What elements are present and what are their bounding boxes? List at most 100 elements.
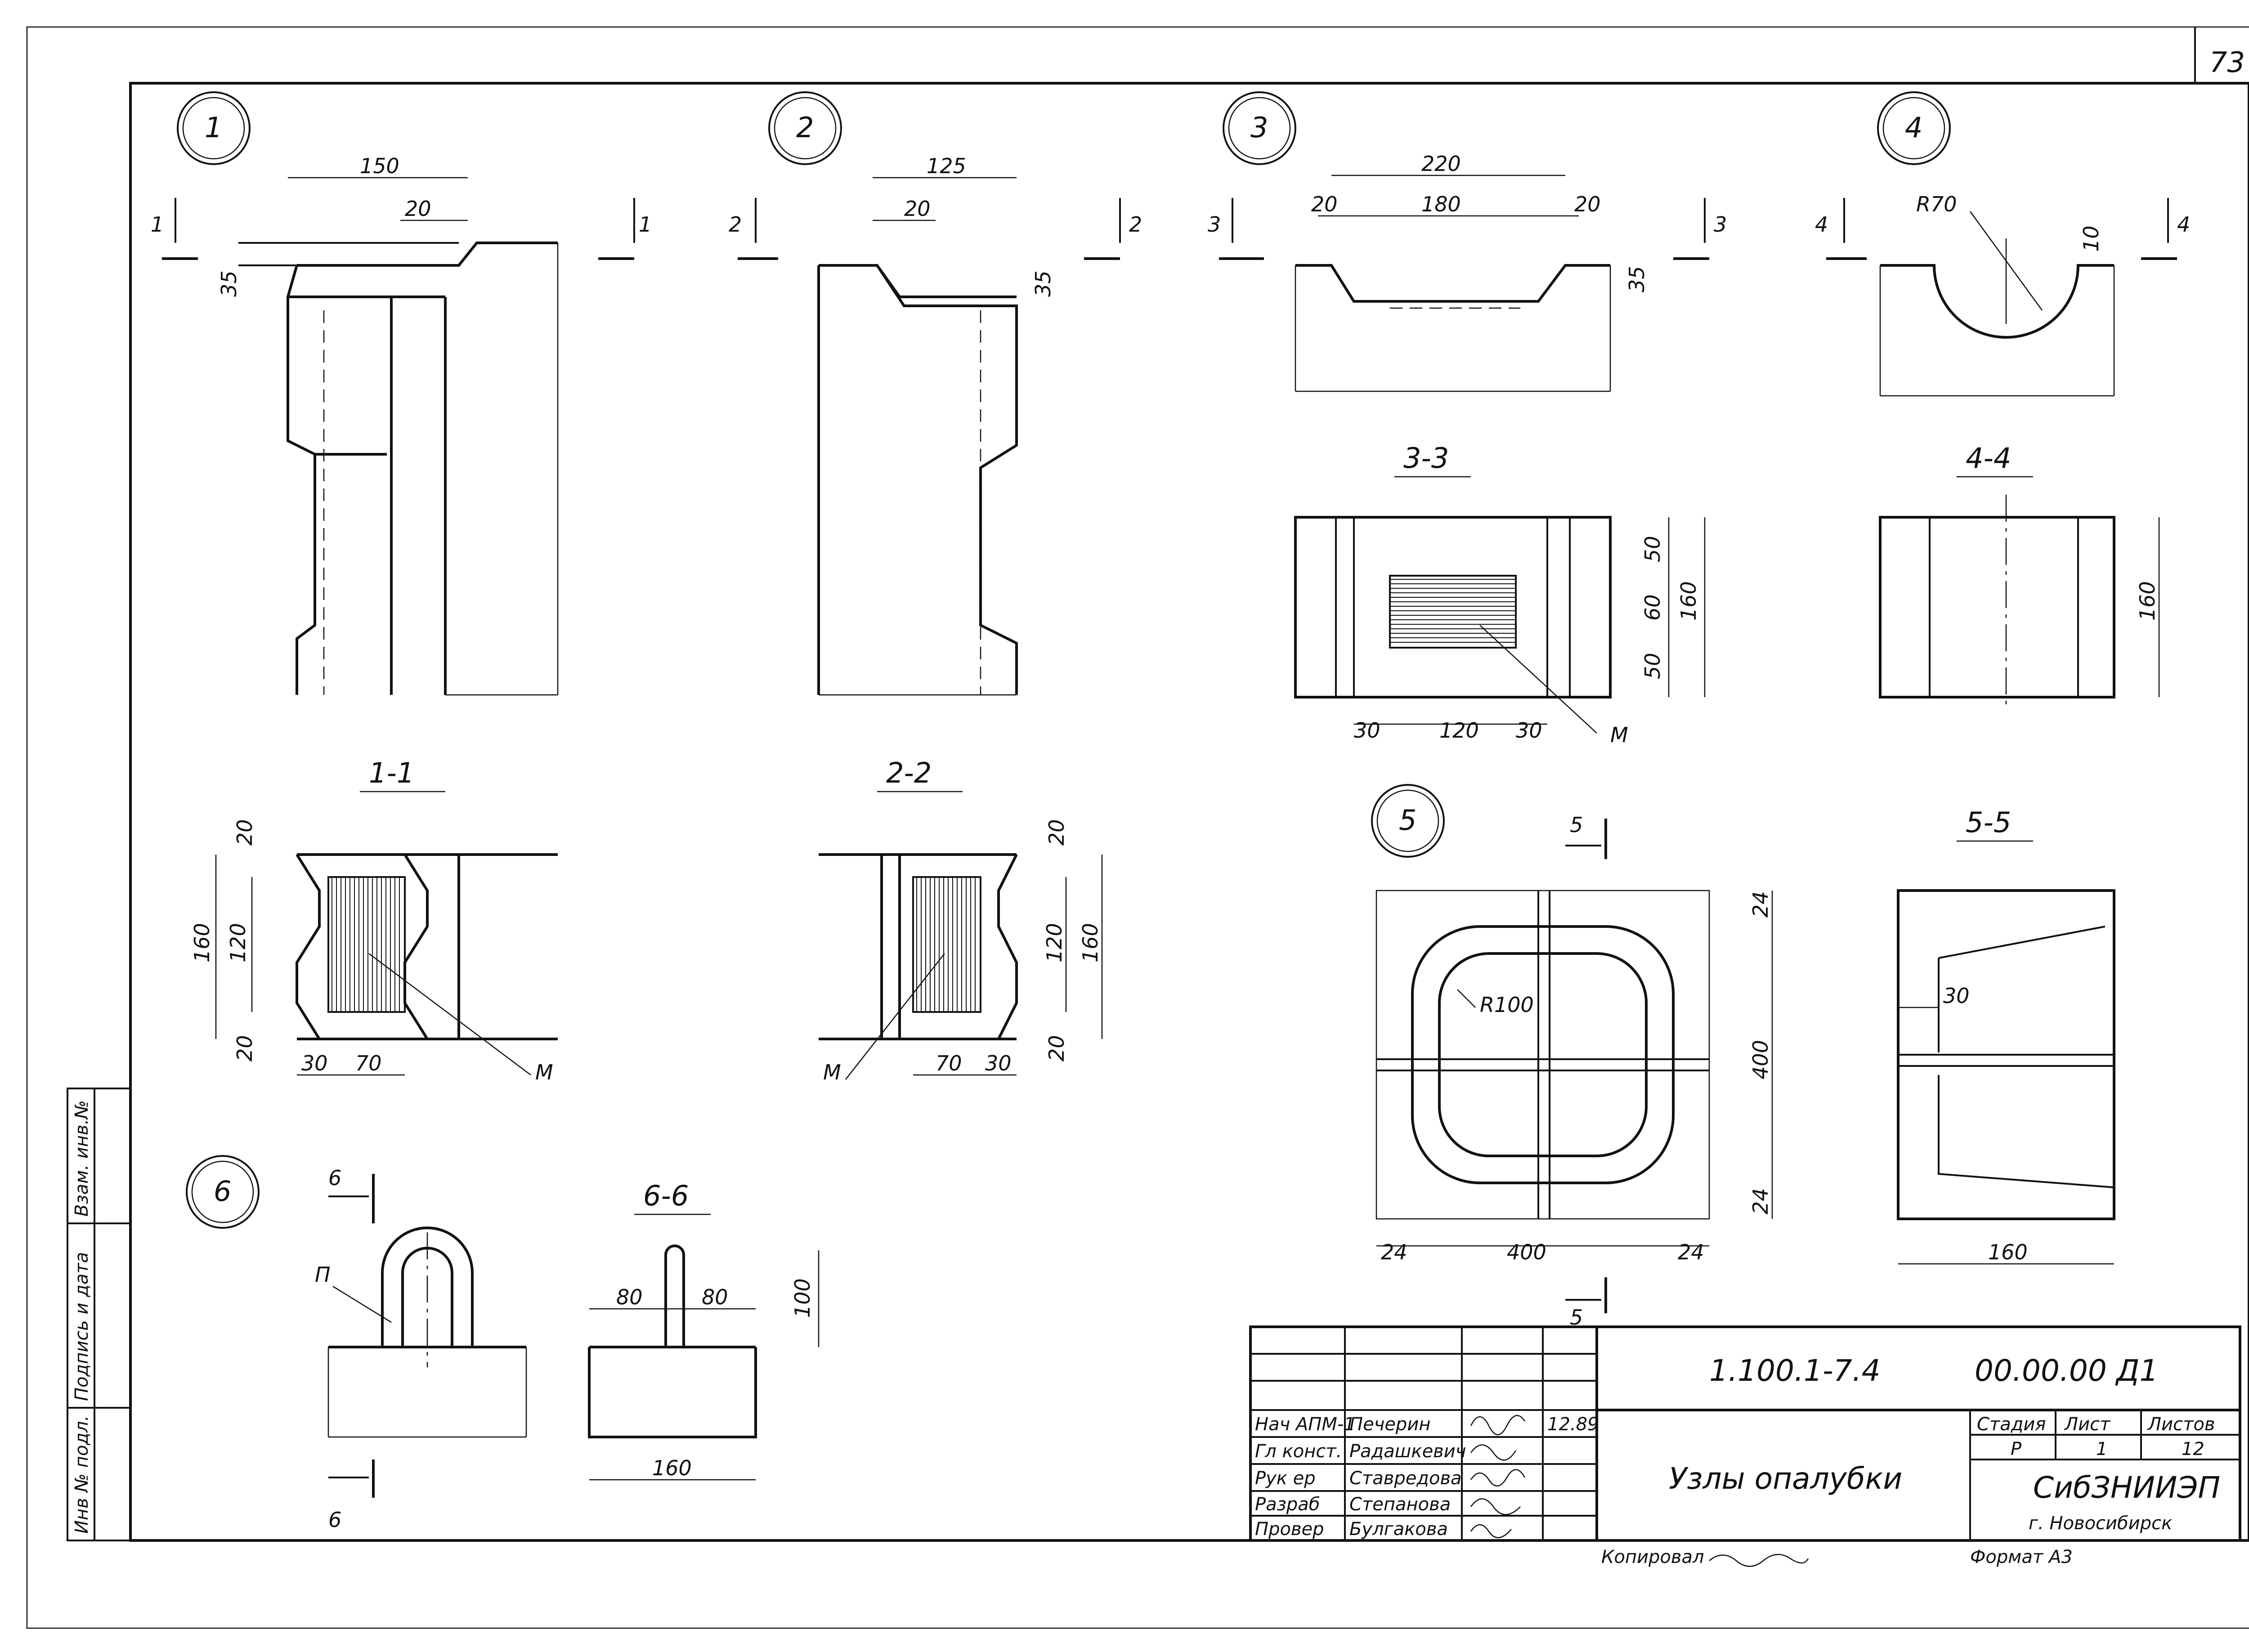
s33-dim-30b: 30 [1516,718,1542,743]
n2-dim-20: 20 [904,197,931,221]
s22-dim-160: 160 [1078,923,1102,963]
s44-title: 4-4 [1966,442,2011,475]
copied-label: Копировал [1601,1547,1704,1567]
s33-dim-160: 160 [1676,581,1701,621]
node-5: 5 R100 24 400 24 24 400 24 5 5 [1371,784,1773,1330]
stage-value: Р [2011,1439,2022,1459]
n5-dim-24d: 24 [1748,1188,1773,1214]
n3-dim-35: 35 [1625,266,1649,292]
n3-cut-right: 3 [1714,212,1727,237]
s66-title: 6-6 [643,1179,689,1212]
n6-cut-top: 6 [328,1166,341,1190]
n3-dim-20a: 20 [1311,192,1338,216]
row5-name: Булгакова [1349,1519,1448,1540]
n6-cut-bottom: 6 [328,1508,341,1532]
n5-dim-24c: 24 [1748,891,1773,918]
node-2: 2 125 20 35 2 2 [729,91,1142,696]
copier-signature [1709,1554,1809,1567]
s11-dim-70: 70 [355,1051,382,1075]
sheets-value: 12 [2182,1439,2204,1459]
n5-dim-r100: R100 [1480,993,1534,1017]
n5-dim-400a: 400 [1507,1240,1546,1264]
sheet-title: Узлы опалубки [1669,1461,1902,1496]
stamp-inv-label: Инв № подл. [72,1415,92,1534]
node-5-label: 5 [1399,804,1416,837]
stamp-sign-label: Подпись и дата [72,1252,92,1401]
node-6: 6 П 6 6 [186,1155,527,1532]
node-4: 4 R70 10 4 4 [1815,91,2190,397]
node-1: 1 150 20 35 1 1 [151,91,652,696]
n2-dim-125: 125 [927,154,966,178]
stamp-repl-label: Взам. инв.№ [72,1100,92,1217]
title-block: 1.100.1-7.4 00.00.00 Д1 Узлы опалубки Ст… [1249,1325,2241,1542]
section-1-1: 1-1 M 20 160 120 20 30 70 [190,757,558,1084]
row3-role: Рук ер [1255,1468,1316,1489]
s66-dim-80a: 80 [616,1285,643,1309]
n1-dim-20: 20 [405,197,431,221]
n5-dim-24a: 24 [1381,1240,1407,1264]
n4-cut-right: 4 [2177,212,2190,237]
n1-dim-35: 35 [217,270,241,297]
n2-cut-right: 2 [1129,212,1142,237]
node-1-label: 1 [205,111,222,144]
s22-dim-20b: 20 [1044,1035,1069,1061]
outer-frame [26,26,2249,1629]
row2-role: Гл конст. [1255,1441,1342,1462]
n2-dim-35: 35 [1031,270,1055,297]
s66-dim-80b: 80 [702,1285,728,1309]
s66-dim-100: 100 [790,1278,815,1318]
s44-dim-160: 160 [2135,581,2159,621]
row1-name: Печерин [1349,1414,1430,1435]
n1-dim-150: 150 [360,154,399,178]
doc-code: 1.100.1-7.4 [1709,1353,1881,1388]
s33-dim-60: 60 [1640,594,1665,621]
n4-dim-10: 10 [2079,225,2103,252]
sheet-header: Лист [2064,1414,2111,1435]
n4-dim-r70: R70 [1916,192,1957,216]
node-3: 3 220 20 180 20 35 3 3 [1208,91,1727,392]
n3-dim-20b: 20 [1574,192,1601,216]
s11-title: 1-1 [369,757,414,789]
row1-date: 12.89 [1547,1414,1599,1435]
row5-role: Провер [1255,1519,1324,1540]
s22-dim-20a: 20 [1044,819,1069,846]
s66-dim-160: 160 [652,1456,692,1480]
sheets-header: Листов [2147,1414,2215,1435]
s55-dim-160: 160 [1988,1240,2028,1264]
s33-title: 3-3 [1403,442,1449,475]
n5-dim-24b: 24 [1678,1240,1704,1264]
row3-name: Ставредова [1349,1468,1462,1489]
node-6-label: 6 [214,1175,231,1208]
s11-dim-20b: 20 [233,1035,257,1061]
inner-frame [129,82,2249,1542]
node-4-label: 4 [1905,111,1922,144]
org-name: СибЗНИИЭП [2033,1470,2220,1505]
section-6-6: 6-6 80 80 100 160 [588,1179,820,1481]
section-3-3: 3-3 M 30 120 30 50 60 50 160 [1294,442,1706,747]
org-city: г. Новосибирск [2029,1513,2172,1534]
signatures [1470,1415,1526,1539]
s33-dim-50a: 50 [1640,536,1665,562]
section-5-5: 5-5 30 160 [1897,806,2115,1265]
format-label: Формат А3 [1970,1547,2073,1567]
row4-name: Степанова [1349,1494,1451,1515]
page-number: 73 [2209,46,2245,79]
n6-mark-p: П [315,1263,331,1287]
row4-role: Разраб [1255,1494,1320,1515]
row2-name: Радашкевич [1349,1441,1466,1462]
s33-dim-30a: 30 [1354,718,1380,743]
doc-number: 00.00.00 Д1 [1975,1353,2158,1388]
stage-header: Стадия [1977,1414,2046,1435]
s22-dim-70: 70 [936,1051,962,1075]
side-stamp: Инв № подл. Подпись и дата Взам. инв.№ [67,1088,131,1541]
node-2-label: 2 [796,111,814,144]
s11-dim-160: 160 [190,923,214,963]
s33-mark: M [1610,723,1628,747]
s22-dim-30: 30 [985,1051,1012,1075]
n2-cut-left: 2 [729,212,742,237]
n3-dim-180: 180 [1421,192,1461,216]
section-4-4: 4-4 160 [1879,442,2160,711]
s11-dim-120: 120 [226,923,250,963]
n3-cut-left: 3 [1208,212,1221,237]
